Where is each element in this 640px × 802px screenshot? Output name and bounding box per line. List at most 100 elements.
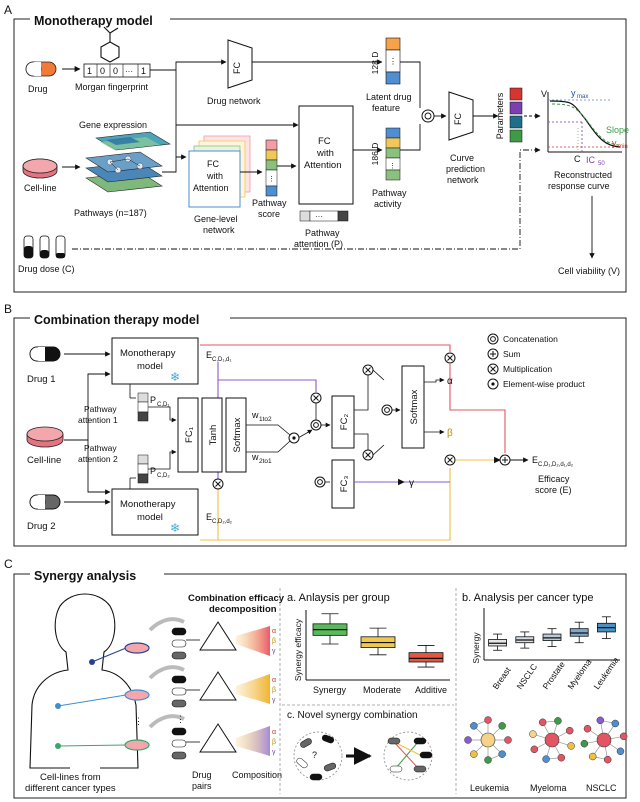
parameters-stack xyxy=(509,87,523,143)
latent-drug-label-2: feature xyxy=(372,103,400,113)
network-node xyxy=(596,716,605,725)
curve-pred-label-1: Curve xyxy=(450,153,474,163)
fc3-label: FC₃ xyxy=(339,476,350,493)
panel-b-frame xyxy=(13,317,627,547)
pathway-attention-vec-1 xyxy=(137,392,149,422)
dim-186-label: 186 D xyxy=(370,143,380,166)
pathway-score-vector: ⋮ xyxy=(265,139,278,197)
ymin-sub: min xyxy=(618,144,628,150)
network-node xyxy=(529,730,537,738)
softmax-label-2: Softmax xyxy=(409,389,420,424)
chart-b-cat-1: NSCLC xyxy=(514,662,539,691)
p2-label: P xyxy=(150,466,156,476)
pathway-fc-attention xyxy=(298,105,354,205)
gene-expression-grid xyxy=(95,131,171,151)
pathway-attention-vec-2 xyxy=(137,454,149,484)
panel-c: C Synergy analysis Cell-lines from diffe… xyxy=(4,557,628,799)
composition-fans xyxy=(186,621,270,756)
ymax-label: y xyxy=(571,88,576,98)
pathway-activity-label-2: activity xyxy=(374,199,402,209)
c-tick-label: C xyxy=(574,154,581,164)
greek-alpha-2: α xyxy=(272,677,276,684)
network-hub xyxy=(596,732,612,748)
drug-pairs-label-1: Drug xyxy=(192,770,212,780)
p1-sub: C,D₁ xyxy=(157,402,169,408)
e1-sub: C,D₁,d₁ xyxy=(212,357,231,363)
network-node xyxy=(603,755,612,764)
svg-text:⋮: ⋮ xyxy=(134,716,143,726)
drug-network-fc xyxy=(227,39,253,89)
svg-text:?: ? xyxy=(312,750,317,760)
chart-a-plot xyxy=(305,610,450,681)
reconstructed-label-2: response curve xyxy=(548,181,610,191)
fp-bit-4: 1 xyxy=(141,66,146,76)
svg-text:⋮: ⋮ xyxy=(389,57,397,66)
alpha-label: α xyxy=(447,376,453,387)
network-node xyxy=(470,722,478,730)
network-node xyxy=(554,717,562,725)
cell-line-dish-b-icon xyxy=(26,426,64,448)
tanh-box xyxy=(201,397,223,473)
concat-node-c xyxy=(314,476,326,488)
response-curve-plot: V y max Slope y min IC 50 C xyxy=(541,88,629,167)
network-node xyxy=(580,739,589,748)
svg-text:⋮: ⋮ xyxy=(268,176,275,183)
e2-label: E xyxy=(206,512,212,522)
drug-pairs-label-2: pairs xyxy=(192,781,212,791)
pa2-label-1: Pathway xyxy=(84,443,117,453)
drug-network-fc-label: FC xyxy=(232,62,242,74)
network-node xyxy=(504,736,512,744)
mono2-label-2: model xyxy=(137,512,163,523)
network-node xyxy=(498,722,506,730)
chart-a-title: a. Anlaysis per group xyxy=(287,592,390,604)
fc2-label: FC₂ xyxy=(339,414,350,431)
panel-a-title-bg xyxy=(30,12,170,28)
tanh-label: Tanh xyxy=(208,425,219,446)
panel-c-title: Synergy analysis xyxy=(34,569,136,583)
panel-c-letter: C xyxy=(4,557,13,571)
legend-concat: Concatenation xyxy=(503,334,558,344)
network-node xyxy=(619,732,628,741)
greek-beta-1: β xyxy=(272,638,276,645)
fp-bit-1: 0 xyxy=(100,66,105,76)
mono2-label-1: Monotherapy xyxy=(120,499,176,510)
composition-label: Composition xyxy=(232,770,282,780)
ymin-label: y xyxy=(612,138,617,148)
svg-text:⋮: ⋮ xyxy=(389,163,396,170)
novel-synergy-title: c. Novel synergy combination xyxy=(287,710,418,721)
ic50-label: IC xyxy=(586,155,596,165)
curve-pred-label-3: network xyxy=(447,175,479,185)
p1-label: P xyxy=(150,395,156,405)
pathway-layers xyxy=(85,151,163,193)
pa1-label-2: attention 1 xyxy=(78,415,118,425)
pathway-activity-label-1: Pathway xyxy=(372,188,407,198)
panel-b-title: Combination therapy model xyxy=(34,313,199,327)
efficacy-label-2: score (E) xyxy=(535,485,572,495)
legend-multiplication: Multiplication xyxy=(503,364,552,374)
network-node xyxy=(588,752,597,761)
gene-fc-label-3: Attention xyxy=(193,183,229,193)
curve-prediction-fc xyxy=(448,91,474,141)
fingerprint-bits: 1 0 0 ··· 1 xyxy=(83,63,151,78)
greek-gamma-3: γ xyxy=(272,749,276,756)
fc2-box xyxy=(331,395,355,449)
network-label-0: Leukemia xyxy=(470,783,509,793)
fp-bit-2: 0 xyxy=(113,66,118,76)
dim-128-label: 128 D xyxy=(370,52,380,75)
panel-a-title: Monotherapy model xyxy=(34,14,153,28)
gene-fc-label-1: FC xyxy=(207,159,219,169)
network-node xyxy=(565,726,574,735)
pa2-label-2: attention 2 xyxy=(78,454,118,464)
pathway-attention-label-1: Pathway xyxy=(305,228,340,238)
pathway-score-label-2: score xyxy=(258,209,280,219)
efficacy-label-1: Efficacy xyxy=(538,474,570,484)
gene-level-network xyxy=(188,135,251,208)
chart-b-cat-2: Prostate xyxy=(540,659,567,691)
pathway-activity-vector: ⋮ xyxy=(385,127,401,181)
mono1-label-2: model xyxy=(137,361,163,372)
parameters-label: Parameters xyxy=(495,92,505,139)
network-node xyxy=(464,736,472,744)
freeze-icon-1: ❄ xyxy=(170,370,180,384)
w12-sub: 1to2 xyxy=(259,416,272,423)
monotherapy-model-2 xyxy=(111,488,199,536)
